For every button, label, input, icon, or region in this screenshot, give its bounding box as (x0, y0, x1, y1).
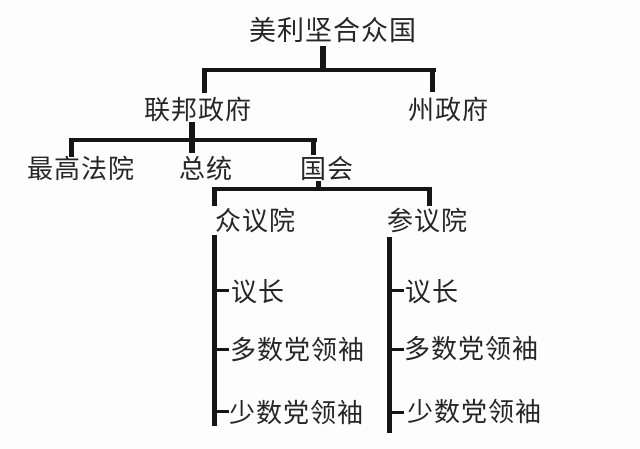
connector-drop-federal (202, 68, 207, 93)
connector-drop-senate (427, 187, 432, 206)
connector-federal-stem (189, 122, 195, 153)
connector-congress-stem (316, 181, 321, 191)
node-house-speaker: 议长 (231, 277, 286, 307)
node-president: 总统 (179, 154, 234, 184)
connector-drop-congress (311, 138, 316, 155)
connector-level2-bar (69, 138, 317, 142)
connector-tick-senate-minority (391, 411, 404, 414)
node-state-government: 州政府 (408, 95, 490, 125)
connector-tick-house-speaker (216, 289, 229, 292)
connector-tick-senate-speaker (391, 289, 404, 292)
connector-senate-spine (387, 237, 392, 433)
node-supreme-court: 最高法院 (27, 154, 136, 184)
node-united-states: 美利坚合众国 (249, 16, 417, 46)
node-congress: 国会 (300, 154, 355, 184)
node-senate-speaker: 议长 (405, 277, 460, 307)
connector-house-spine (212, 235, 217, 426)
connector-level3-bar (212, 187, 432, 191)
node-house-minority-leader: 少数党领袖 (229, 398, 365, 428)
connector-level1-bar (202, 68, 436, 72)
node-senate: 参议院 (387, 206, 469, 236)
node-senate-majority-leader: 多数党领袖 (404, 334, 540, 364)
connector-tick-house-majority (216, 348, 229, 351)
connector-drop-house (212, 187, 217, 206)
connector-tick-senate-majority (391, 348, 404, 351)
node-house-majority-leader: 多数党领袖 (230, 335, 366, 365)
connector-tick-house-minority (216, 410, 229, 413)
node-senate-minority-leader: 少数党领袖 (407, 397, 543, 427)
node-house-of-representatives: 众议院 (215, 206, 297, 236)
connector-drop-supreme-court (69, 138, 74, 157)
node-federal-government: 联邦政府 (144, 95, 253, 125)
connector-drop-state (430, 68, 435, 92)
connector-usa-stem (320, 46, 326, 72)
